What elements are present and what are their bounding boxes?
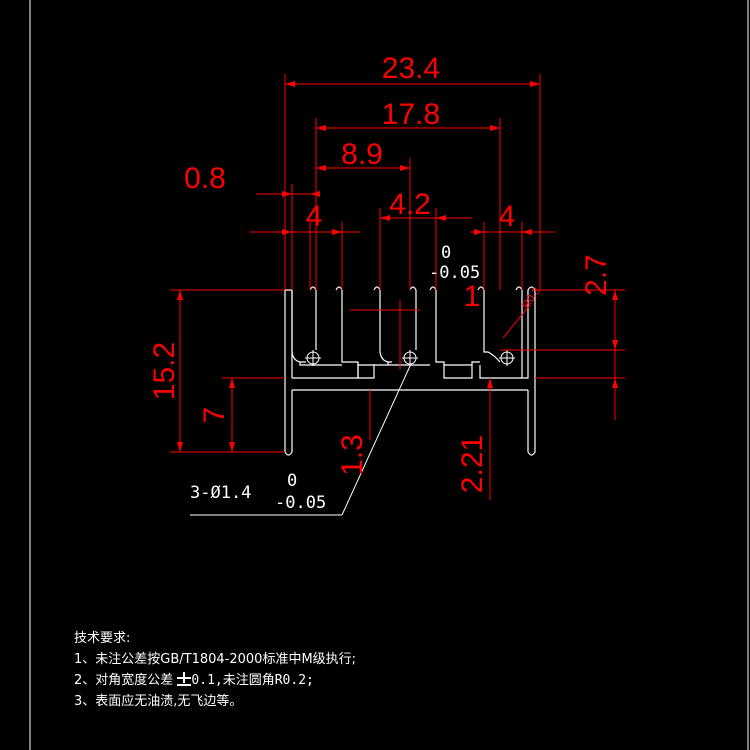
dim-gap-right: 4 bbox=[499, 200, 516, 233]
mounting-holes bbox=[305, 350, 515, 366]
center-tol-lower: -0.05 bbox=[429, 263, 480, 283]
dim-lower-height: 7 bbox=[198, 407, 231, 424]
center-tol-upper: 0 bbox=[441, 243, 451, 263]
note-line-2: 2、对角宽度公差 0.1,未注圆角R0.2; bbox=[74, 670, 356, 691]
hole-callout-upper: 0 bbox=[287, 471, 297, 491]
hole-callout-lower: -0.05 bbox=[275, 493, 326, 513]
heatsink-outline bbox=[284, 286, 536, 456]
hole-callout-label: 3-Ø1.4 bbox=[190, 483, 251, 503]
notes-title: 技术要求: bbox=[74, 631, 131, 646]
hole-callout-leader bbox=[190, 365, 411, 516]
dim-half-span: 8.9 bbox=[341, 138, 383, 171]
dim-fin-thickness: 0.8 bbox=[184, 162, 226, 195]
dim-total-height: 15.2 bbox=[148, 342, 181, 400]
dimension-lines bbox=[170, 74, 625, 500]
dim-upper-fin-height: 2.7 bbox=[580, 254, 613, 296]
dim-fin-span: 17.8 bbox=[382, 98, 440, 131]
dim-small-one: 1 bbox=[464, 280, 481, 313]
dim-hole-offset: 1.3 bbox=[336, 434, 369, 476]
note-line-1: 1、未注公差按GB/T1804-2000标准中M级执行; bbox=[74, 652, 357, 667]
technical-requirements: 技术要求: 1、未注公差按GB/T1804-2000标准中M级执行; 2、对角宽… bbox=[74, 628, 356, 712]
plus-minus-icon bbox=[177, 672, 192, 686]
dim-gap-left: 4 bbox=[306, 200, 323, 233]
note-line-2-prefix: 2、对角宽度公差 bbox=[74, 673, 174, 688]
dim-gap-center: 4.2 bbox=[389, 188, 431, 221]
note-line-3: 3、表面应无油渍,无飞边等。 bbox=[74, 694, 243, 709]
note-line-2-value: 0.1,未注圆角R0.2; bbox=[191, 673, 314, 688]
arrowheads bbox=[177, 81, 618, 452]
dim-lower-offset: 2.21 bbox=[456, 435, 489, 493]
drawing-frame bbox=[29, 0, 749, 750]
dim-overall-width: 23.4 bbox=[382, 52, 440, 85]
